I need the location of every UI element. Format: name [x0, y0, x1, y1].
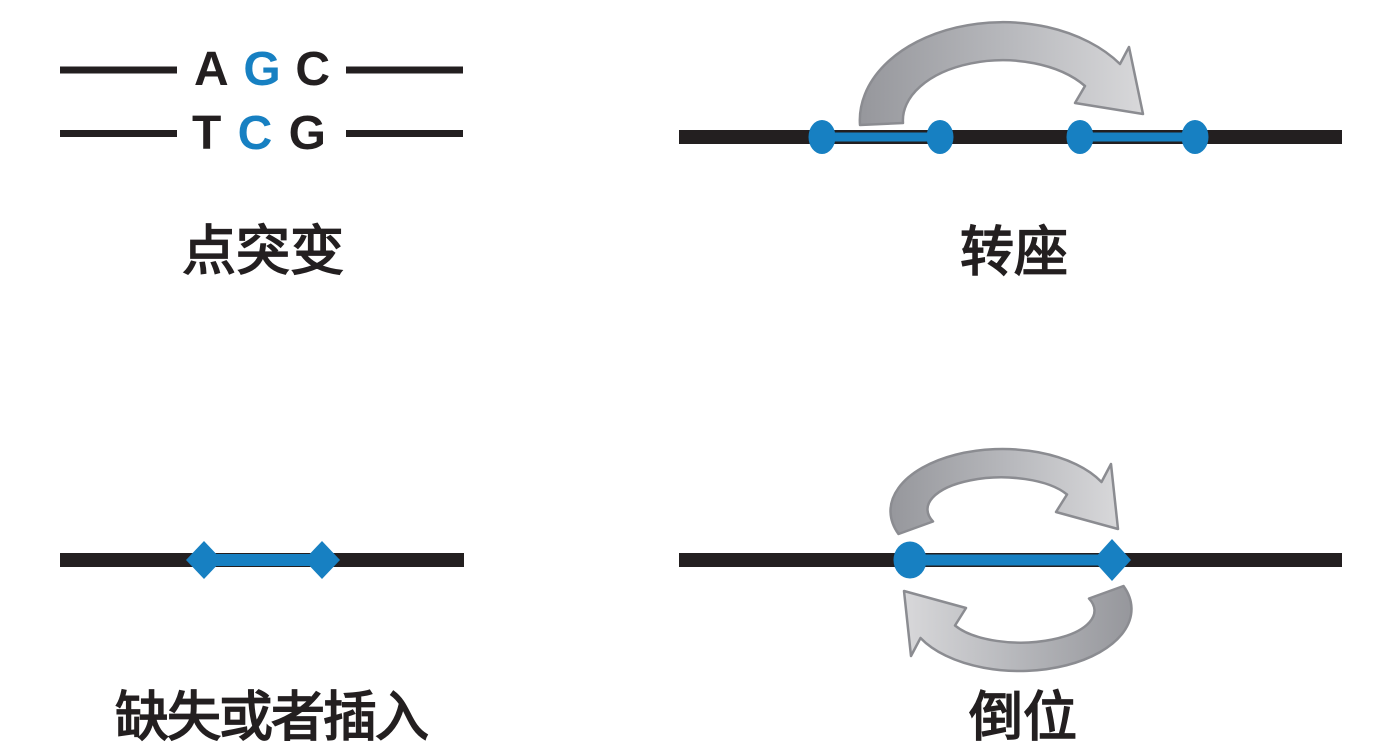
segment-end-dot-icon: [893, 541, 927, 579]
segment-end-diamond-icon: [1093, 539, 1131, 581]
point-mutation-panel: [60, 66, 463, 137]
base-letter: C: [295, 43, 330, 96]
bottom-strand-letters: T C G: [192, 110, 326, 158]
segment-end-diamond-icon: [186, 541, 222, 579]
base-letter: T: [192, 107, 222, 160]
base-letter-highlighted: C: [237, 107, 273, 160]
dna-strand-top-right-dash: [346, 66, 463, 74]
base-letter: A: [194, 43, 229, 96]
dna-strand-top-left-dash: [60, 66, 177, 74]
point-mutation-label: 点突变: [182, 221, 344, 282]
translocation-panel: [679, 20, 1342, 154]
segment-end-dot-icon: [808, 120, 836, 154]
dna-strand-bottom-right-dash: [346, 130, 463, 137]
segment-end-dot-icon: [1066, 120, 1094, 154]
inversion-label: 倒位: [969, 687, 1077, 748]
base-letter: G: [288, 107, 326, 160]
inversion-panel: [679, 447, 1342, 673]
segment-end-diamond-icon: [304, 541, 340, 579]
deletion-insertion-label: 缺失或者插入: [115, 687, 429, 748]
top-strand-letters: A G C: [194, 46, 330, 94]
deletion-insertion-panel: [60, 541, 464, 579]
inversion-rotate-arrow-bottom-icon: [902, 584, 1133, 673]
chromosome-line: [679, 130, 1342, 144]
translocation-jump-arrow-icon: [858, 20, 1145, 127]
base-letter-highlighted: G: [243, 43, 281, 96]
translocation-label: 转座: [960, 222, 1068, 283]
segment-end-dot-icon: [1181, 120, 1209, 154]
inversion-rotate-arrow-top-icon: [889, 447, 1120, 536]
dna-strand-bottom-left-dash: [60, 130, 177, 137]
segment-end-dot-icon: [926, 120, 954, 154]
